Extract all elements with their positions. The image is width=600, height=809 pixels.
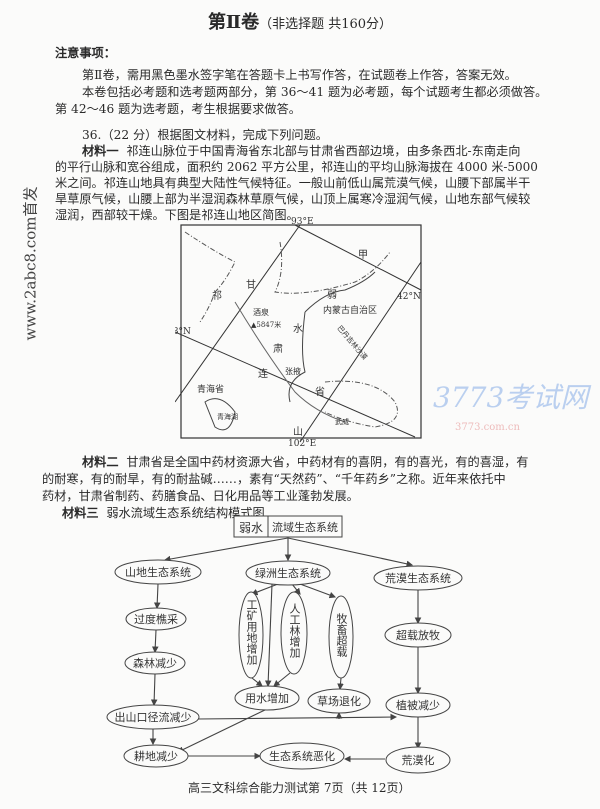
map-frame — [180, 224, 422, 439]
label-jiuquan: 酒泉 — [253, 307, 269, 317]
label-jia: 甲 — [358, 250, 368, 261]
longitude-102-line — [299, 261, 422, 443]
node-overgraze: 超载放牧 — [396, 628, 440, 642]
province-border — [184, 231, 236, 323]
material2-label: 材料二 — [82, 455, 119, 469]
section-title: 第Ⅱ卷（非选择题 共160分） — [207, 12, 393, 33]
node-deteriorate: 生态系统恶化 — [269, 749, 335, 763]
node-shapes — [106, 515, 463, 774]
node-oasis: 绿洲生态系统 — [255, 566, 321, 580]
material3-label: 材料三 — [62, 506, 99, 520]
notes-line: 本卷包括必考题和选考题两部分，第 36～41 题为必考题，每个试题考生都必须做答… — [82, 85, 548, 99]
lon-label: 93°E — [291, 217, 314, 227]
lat-label: 42°N — [397, 292, 421, 302]
diagram-title-right: 流域生态系统 — [272, 520, 338, 534]
notes-line: 第 42～46 题为选考题，考生根据要求做答。 — [55, 102, 301, 116]
lon-label: 102°E — [288, 439, 316, 447]
material3-text: 弱水流域生态系统结构模式图 — [106, 506, 265, 520]
label-peak: ▲5847米 — [251, 320, 281, 329]
mountain-range — [234, 301, 346, 423]
material1-label: 材料一 — [82, 144, 119, 158]
label-neimeng: 内蒙古自治区 — [323, 304, 377, 316]
material2-line: 的耐寒，有的耐旱，有的耐盐碱……，素有“天然药”、“千年药乡”之称。近年来依托中 — [42, 472, 506, 486]
material1-line: 的平行山脉和宽谷组成，面积约 2062 平方公里，祁连山的平均山脉海拔在 400… — [55, 160, 538, 174]
material2-line: 材料二 甘肃省是全国中药材资源大省，中药材有的喜阴，有的喜光，有的喜湿，有 — [82, 454, 529, 471]
material3-line: 材料三 弱水流域生态系统结构模式图 — [62, 505, 265, 522]
node-grass: 草场退化 — [317, 694, 361, 708]
material1-line: 材料一 祁连山脉位于中国青海省东北部与甘肃省西部边境，由多条西北-东南走向 — [82, 143, 520, 160]
map-watermark-url: 3773.com.cn — [455, 422, 521, 433]
label-sheng: 省 — [315, 385, 325, 398]
river — [288, 311, 306, 403]
node-mountain: 山地生态系统 — [125, 565, 191, 579]
label-su: 肃 — [273, 343, 283, 355]
material2-line: 药材，甘肃省制药、药膳食品、日化用品等工业蓬勃发展。 — [42, 489, 359, 503]
material1-line: 米之间。祁连山地具有典型大陆性气候特征。一般山前低山属荒漠气候，山腰下部属半干 — [55, 176, 531, 190]
diagram-title-left: 弱水 — [239, 521, 263, 535]
label-lian: 连 — [258, 367, 268, 380]
notes-heading: 注意事项： — [55, 46, 116, 60]
label-zhangye: 张掖 — [285, 366, 301, 376]
label-qinghaihu: 青海湖 — [217, 412, 238, 421]
top-box-right — [267, 515, 343, 538]
node-industry: 工矿用地增加 — [245, 599, 258, 665]
latitude-38-line — [175, 331, 416, 438]
node-runoff: 出山口径流减少 — [115, 710, 192, 724]
label-shui: 水 — [293, 323, 303, 335]
node-forest: 森林减少 — [133, 656, 177, 670]
lat-label: 38°N — [175, 327, 191, 337]
material1-line: 湿润，西部较干燥。下图是祁连山地区简图。 — [55, 208, 299, 222]
page-footer: 高三文科综合能力测试第 7页（共 12页） — [188, 781, 411, 795]
qilian-map: 93°E 102°E 42°N 38°N 甲 甘 肃 省 祁 连 山 弱 水 内… — [175, 217, 592, 447]
arrows — [149, 537, 422, 763]
node-farmland: 耕地减少 — [134, 749, 178, 763]
label-wuwei: 武威 — [335, 417, 349, 426]
material1-text: 祁连山脉位于中国青海省东北部与甘肃省西部边境，由多条西北-东南走向 — [126, 144, 521, 158]
node-water: 用水增加 — [245, 691, 289, 705]
map-watermark: 3773考试网 — [433, 381, 592, 414]
province-border — [274, 241, 391, 294]
qinghai-lake — [204, 398, 236, 431]
node-livestock: 牧畜超载 — [335, 613, 348, 657]
label-qinghai: 青海省 — [197, 383, 224, 395]
notes-line: 第Ⅱ卷，需用黑色墨水签字笔在答题卡上书写作答，在试题卷上作答，答案无效。 — [82, 68, 517, 82]
longitude-93-line — [175, 224, 301, 403]
latitude-42-line — [294, 224, 422, 291]
label-qi: 祁 — [212, 289, 222, 302]
label-shan: 山 — [293, 426, 303, 438]
question-header: 36.（22 分）根据图文材料，完成下列问题。 — [82, 128, 328, 142]
label-gan: 甘 — [246, 278, 256, 291]
ruoshui-river — [304, 271, 376, 313]
node-desert: 荒漠生态系统 — [385, 571, 451, 585]
province-border — [324, 380, 398, 428]
material1-line: 旱草原气候，山腰上部为半湿润森林草原气候，山顶上属寒冷湿润气候，山地东部气候较 — [55, 192, 531, 206]
node-vegetation: 植被减少 — [396, 698, 440, 712]
material2-text: 甘肃省是全国中药材资源大省，中药材有的喜阴，有的喜光，有的喜湿，有 — [126, 455, 529, 469]
node-overcut: 过度樵采 — [134, 612, 178, 626]
node-desertify: 荒漠化 — [402, 753, 435, 767]
label-ruo: 弱 — [327, 289, 337, 301]
node-plantation: 人工林增加 — [288, 603, 301, 658]
